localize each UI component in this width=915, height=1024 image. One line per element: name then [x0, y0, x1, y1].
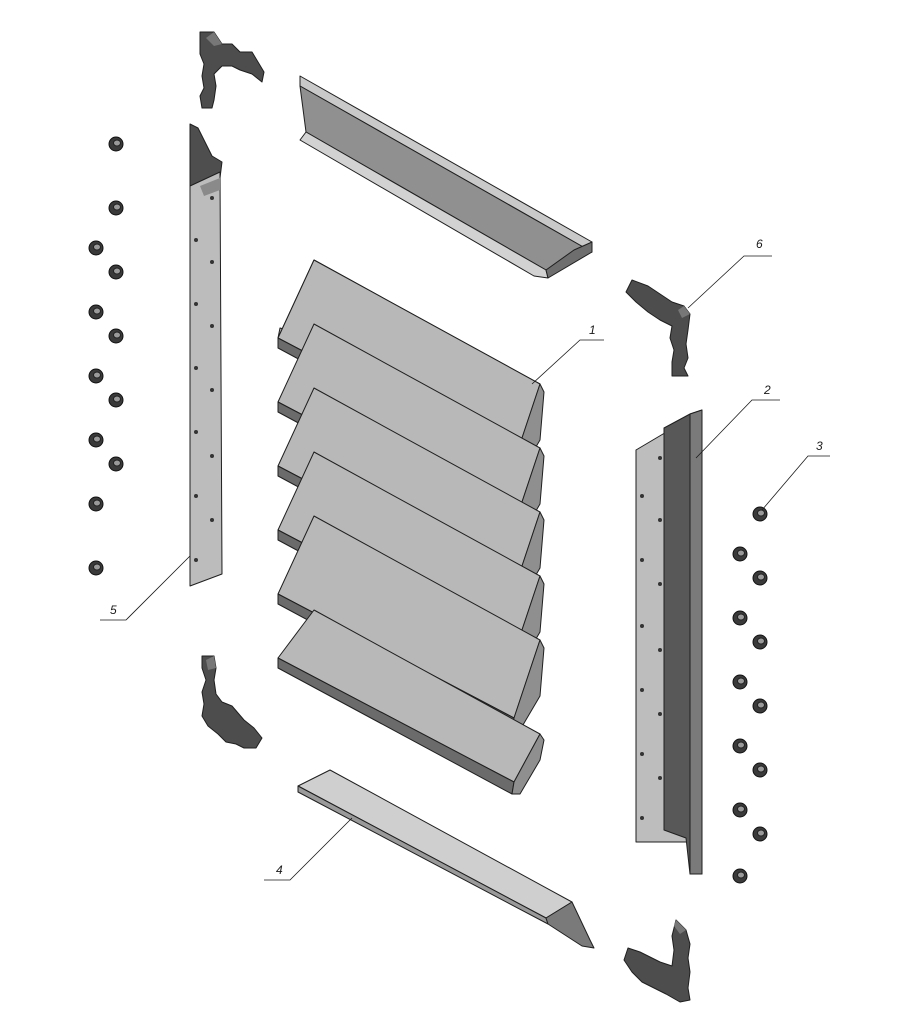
hex-nut [88, 368, 104, 384]
hex-nut [732, 546, 748, 562]
callout-6-label: 6 [756, 237, 763, 251]
right-jamb-holes [640, 456, 662, 820]
hex-nut [752, 570, 768, 586]
hex-nut [108, 392, 124, 408]
callout-3: 3 [761, 439, 830, 511]
hex-nut [752, 826, 768, 842]
hex-nut [88, 240, 104, 256]
louver-slat [277, 609, 545, 795]
hex-nut [732, 610, 748, 626]
callout-5-label: 5 [110, 603, 117, 617]
callout-6: 6 [687, 237, 772, 309]
fastener-nuts-right [732, 506, 768, 884]
corner-bracket-bottom-right [623, 919, 691, 1003]
hex-nut [88, 496, 104, 512]
right-jamb [635, 409, 703, 875]
corner-bracket-top-left [199, 31, 265, 109]
hex-nut [752, 634, 768, 650]
hex-nut [88, 304, 104, 320]
louver-slats [277, 259, 545, 795]
callout-3-label: 3 [816, 439, 823, 453]
hex-nut [732, 868, 748, 884]
callout-1-label: 1 [589, 323, 596, 337]
hex-nut [108, 264, 124, 280]
callout-4: 4 [264, 817, 353, 881]
hex-nut [732, 674, 748, 690]
left-jamb [189, 123, 223, 587]
corner-bracket-bottom-left [201, 655, 263, 749]
bottom-rail [297, 769, 595, 949]
hex-nut [88, 560, 104, 576]
hex-nut [108, 456, 124, 472]
hex-nut [108, 328, 124, 344]
hex-nut [108, 136, 124, 152]
hex-nut [88, 432, 104, 448]
callout-4-label: 4 [276, 863, 283, 877]
fastener-nuts-left [88, 136, 124, 576]
hex-nut [752, 506, 768, 522]
hex-nut [752, 762, 768, 778]
corner-bracket-right-middle [625, 279, 691, 377]
callout-5: 5 [100, 555, 191, 621]
callout-2-label: 2 [763, 383, 771, 397]
hex-nut [752, 698, 768, 714]
callout-2: 2 [695, 383, 780, 459]
hex-nut [732, 802, 748, 818]
top-rail [299, 75, 593, 279]
hex-nut [732, 738, 748, 754]
left-jamb-holes [194, 196, 214, 562]
callout-1: 1 [531, 323, 604, 385]
hex-nut [108, 200, 124, 216]
